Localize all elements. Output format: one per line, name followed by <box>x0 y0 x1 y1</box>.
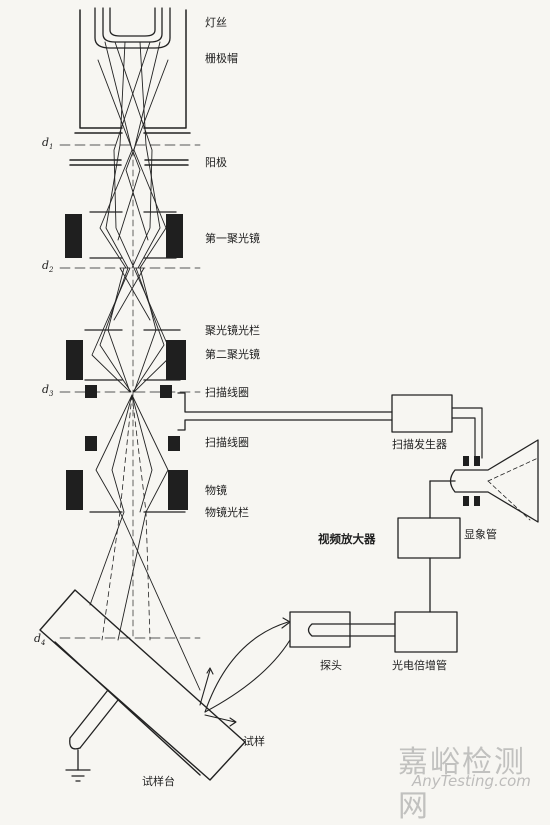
label-second-condenser: 第二聚光镜 <box>205 348 260 361</box>
specimen-plate <box>39 589 246 781</box>
watermark-en: AnyTesting.com <box>412 772 531 790</box>
photomultiplier-box <box>394 611 458 653</box>
label-video-amplifier: 视频放大器 <box>318 532 376 546</box>
label-anode: 阳极 <box>205 156 227 169</box>
label-first-condenser: 第一聚光镜 <box>205 232 260 245</box>
emitted-electrons <box>199 617 291 727</box>
probe-box <box>289 611 351 648</box>
generator-to-display <box>451 407 483 459</box>
label-display-tube: 显象管 <box>464 528 497 541</box>
scan-generator-box <box>391 394 453 433</box>
label-specimen: 试样 <box>243 735 265 748</box>
scan-coil-wiring <box>177 392 393 431</box>
label-filament: 灯丝 <box>205 16 227 29</box>
label-photomultiplier: 光电倍增管 <box>392 659 447 672</box>
label-condenser-aperture: 聚光镜光栏 <box>205 324 260 337</box>
label-probe: 探头 <box>320 659 342 672</box>
label-specimen-stage: 试样台 <box>142 775 175 788</box>
lens-plates <box>84 211 186 513</box>
label-d3: d3 <box>42 383 54 399</box>
beam-rays-lower <box>89 394 201 691</box>
label-scan-generator: 扫描发生器 <box>392 438 447 451</box>
grid-cap <box>74 9 191 134</box>
sem-schematic <box>39 7 539 782</box>
label-d2: d2 <box>42 259 54 275</box>
label-d4: d4 <box>34 632 46 648</box>
label-grid-cap: 栅极帽 <box>205 52 238 65</box>
specimen-stage <box>65 689 119 782</box>
lens-blocks <box>65 214 480 510</box>
display-tube <box>449 439 539 523</box>
beam-rays-upper <box>97 41 169 269</box>
filament <box>94 7 171 49</box>
video-amplifier-box <box>397 517 461 559</box>
label-d1: d1 <box>42 136 54 152</box>
label-scan-coil-1: 扫描线圈 <box>205 386 249 399</box>
light-pipe <box>307 623 396 637</box>
label-objective: 物镜 <box>205 484 227 497</box>
label-scan-coil-2: 扫描线圈 <box>205 436 249 449</box>
label-objective-aperture: 物镜光栏 <box>205 506 249 519</box>
